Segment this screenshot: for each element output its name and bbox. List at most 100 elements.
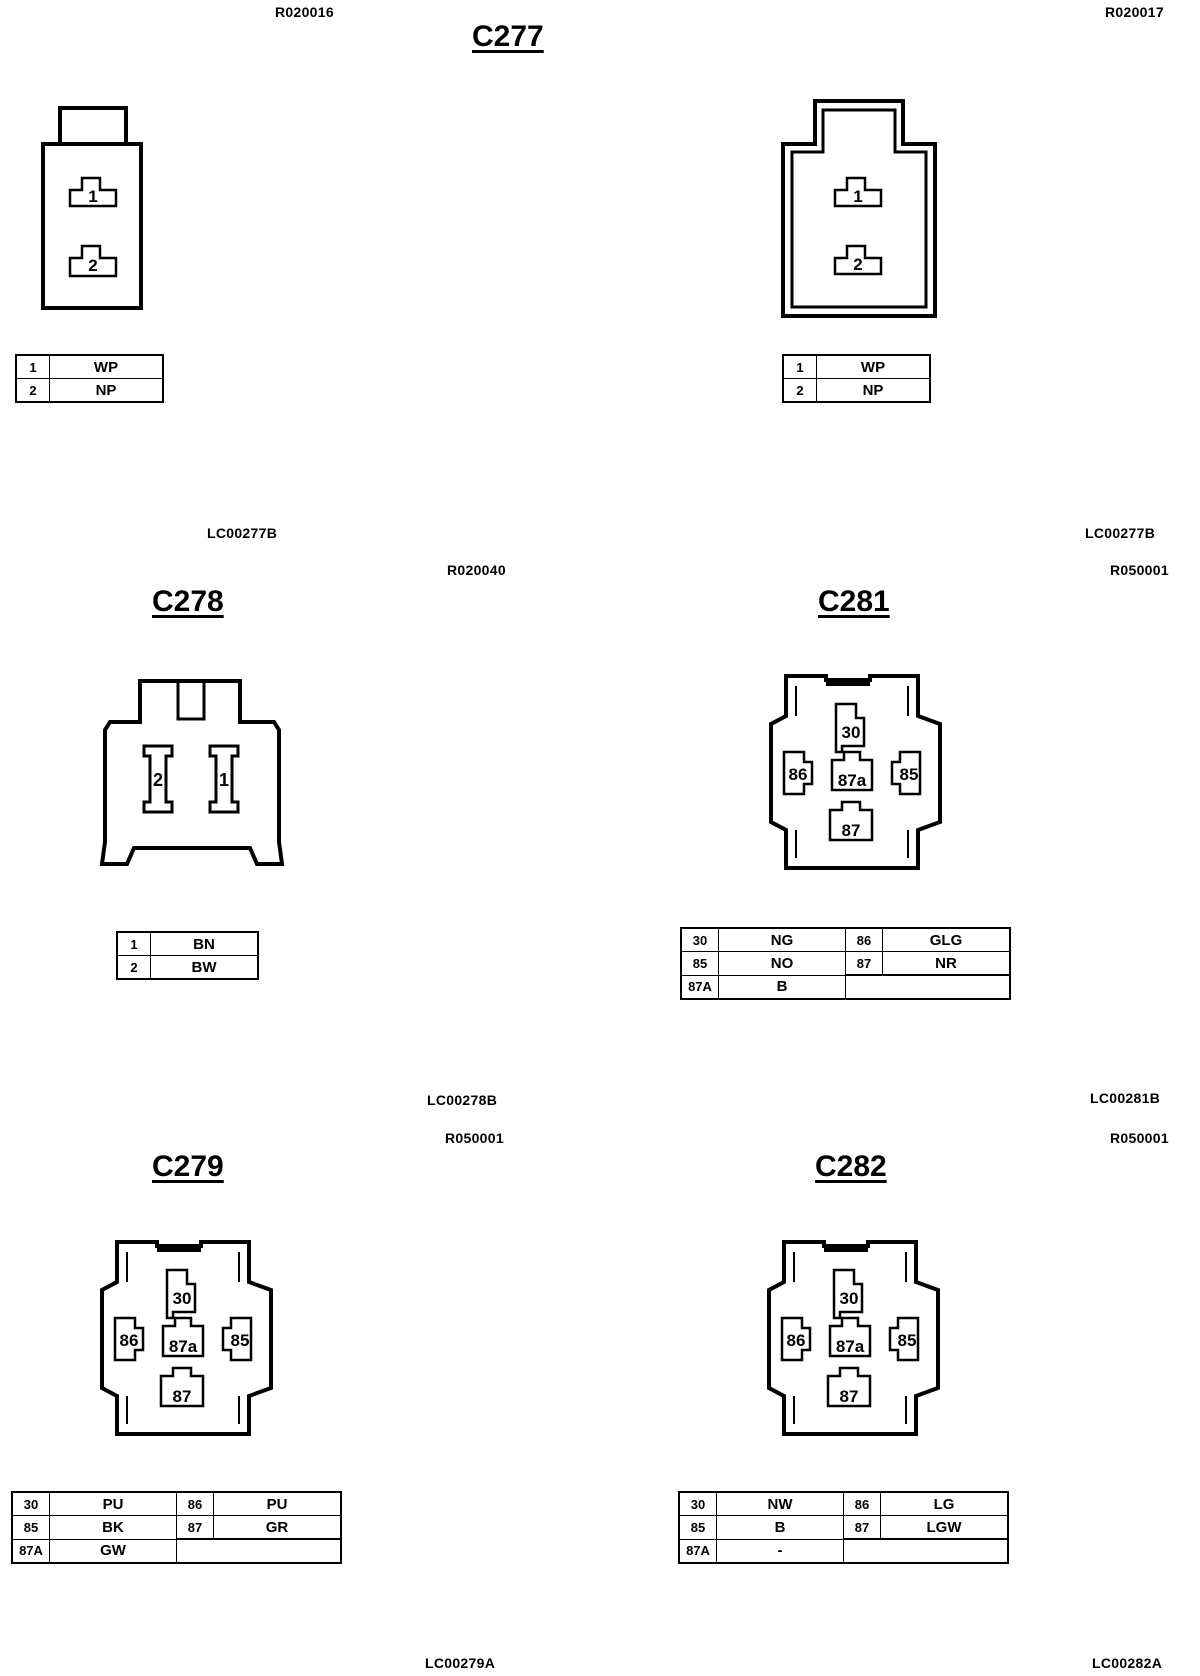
pin-cavity-85 bbox=[221, 1316, 253, 1362]
pin-cavity-2 bbox=[142, 744, 174, 814]
pin-table-c279: 30 PU 86 PU 85 BK 87 GR 87A GW bbox=[11, 1491, 342, 1564]
pin-label-86: 86 bbox=[789, 765, 808, 784]
table-row: 85 BK 87 GR bbox=[11, 1515, 342, 1540]
pin-cavity-1 bbox=[68, 176, 118, 208]
pin-cavity-86 bbox=[113, 1316, 145, 1362]
pin-label-86: 86 bbox=[787, 1331, 806, 1350]
pin-cavity-87 bbox=[159, 1366, 205, 1408]
pin-number: 86 bbox=[176, 1491, 214, 1516]
table-row: 1 WP bbox=[782, 354, 931, 379]
pin-cavity-86 bbox=[780, 1316, 812, 1362]
pin-number: 85 bbox=[11, 1515, 50, 1540]
pin-cavity-1 bbox=[833, 176, 883, 208]
table-row: 87A B bbox=[680, 974, 1010, 1000]
ref-code-c281: R050001 bbox=[1110, 562, 1169, 578]
wire-color: GLG bbox=[882, 927, 1011, 952]
pin-cavity-86 bbox=[782, 750, 814, 796]
pin-table-c282: 30 NW 86 LG 85 B 87 LGW 87A - bbox=[678, 1491, 1009, 1564]
connector-title-c282: C282 bbox=[815, 1150, 887, 1183]
table-row: 30 NW 86 LG bbox=[678, 1491, 1009, 1516]
pin-number: 85 bbox=[680, 951, 719, 976]
connector-face-c279: 30 86 85 87a 87 bbox=[100, 1240, 273, 1436]
pin-number: 30 bbox=[11, 1491, 50, 1516]
pin-cavity-30 bbox=[165, 1268, 197, 1320]
connector-title-c281: C281 bbox=[818, 585, 890, 618]
pin-number: 85 bbox=[678, 1515, 717, 1540]
wire-color: GW bbox=[49, 1538, 177, 1564]
pin-number: 87 bbox=[845, 951, 883, 976]
wire-color: - bbox=[716, 1538, 844, 1564]
pin-label-87: 87 bbox=[173, 1387, 192, 1406]
pin-label-2: 2 bbox=[88, 256, 97, 275]
pin-cavity-87a bbox=[830, 750, 874, 792]
wire-color: NR bbox=[882, 951, 1011, 976]
wire-color: NG bbox=[718, 927, 846, 952]
pin-number: 87 bbox=[176, 1515, 214, 1540]
pin-cavity-30 bbox=[834, 702, 866, 754]
connector-face-c277-right: 1 2 bbox=[781, 99, 937, 318]
pin-table-c277-right: 1 WP 2 NP bbox=[782, 354, 931, 403]
pin-number: 1 bbox=[782, 354, 817, 379]
table-row: 30 NG 86 GLG bbox=[680, 927, 1011, 952]
wire-color: GR bbox=[213, 1515, 342, 1540]
figure-code-c277-right: LC00277B bbox=[1085, 525, 1156, 541]
connector-title-c279: C279 bbox=[152, 1150, 224, 1183]
table-row: 1 WP bbox=[15, 354, 164, 379]
pin-label-85: 85 bbox=[231, 1331, 250, 1350]
pin-cavity-85 bbox=[890, 750, 922, 796]
pin-label-87a: 87a bbox=[838, 771, 867, 790]
table-row: 85 B 87 LGW bbox=[678, 1515, 1009, 1540]
table-row: 87A - bbox=[678, 1538, 1008, 1564]
pin-number: 87 bbox=[843, 1515, 881, 1540]
pin-label-85: 85 bbox=[898, 1331, 917, 1350]
pin-label-1: 1 bbox=[219, 770, 229, 790]
pin-label-85: 85 bbox=[900, 765, 919, 784]
figure-code-c282: LC00282A bbox=[1092, 1655, 1163, 1671]
pin-label-30: 30 bbox=[840, 1289, 859, 1308]
pin-number: 87A bbox=[680, 974, 719, 1000]
pin-number: 1 bbox=[15, 354, 50, 379]
connector-face-c277-left: 1 2 bbox=[41, 106, 143, 310]
table-row: 1 BN bbox=[116, 931, 259, 956]
pin-number: 2 bbox=[782, 378, 817, 403]
pin-number: 2 bbox=[15, 378, 50, 403]
wire-color: PU bbox=[213, 1491, 342, 1516]
figure-code-c281: LC00281B bbox=[1090, 1090, 1161, 1106]
wire-color: B bbox=[716, 1515, 844, 1540]
wire-color: NO bbox=[718, 951, 846, 976]
wire-color: LGW bbox=[880, 1515, 1009, 1540]
table-row: 2 NP bbox=[15, 378, 164, 403]
wire-color: B bbox=[718, 974, 846, 1000]
connector-title-c277: C277 bbox=[472, 20, 544, 53]
wire-color: BN bbox=[150, 931, 259, 956]
pin-cavity-87 bbox=[828, 800, 874, 842]
ref-code-c278: R020040 bbox=[447, 562, 506, 578]
pin-table-c281: 30 NG 86 GLG 85 NO 87 NR 87A B bbox=[680, 927, 1011, 1000]
pin-number: 87A bbox=[11, 1538, 50, 1564]
pin-cavity-85 bbox=[888, 1316, 920, 1362]
pin-cavity-1 bbox=[208, 744, 240, 814]
pin-label-87a: 87a bbox=[169, 1337, 198, 1356]
pin-cavity-2 bbox=[833, 244, 883, 276]
wire-color: WP bbox=[49, 354, 164, 379]
table-row: 30 PU 86 PU bbox=[11, 1491, 342, 1516]
pin-label-87: 87 bbox=[840, 1387, 859, 1406]
table-row: 87A GW bbox=[11, 1538, 341, 1564]
table-row: 2 NP bbox=[782, 378, 931, 403]
wire-color: LG bbox=[880, 1491, 1009, 1516]
figure-code-c279: LC00279A bbox=[425, 1655, 496, 1671]
wire-color: WP bbox=[816, 354, 931, 379]
pin-cavity-87a bbox=[828, 1316, 872, 1358]
pin-number: 2 bbox=[116, 955, 151, 980]
wire-color: NP bbox=[816, 378, 931, 403]
ref-code-c282: R050001 bbox=[1110, 1130, 1169, 1146]
table-row: 85 NO 87 NR bbox=[680, 951, 1011, 976]
figure-code-c277-left: LC00277B bbox=[207, 525, 278, 541]
wire-color: PU bbox=[49, 1491, 177, 1516]
wire-color: NP bbox=[49, 378, 164, 403]
pin-label-1: 1 bbox=[88, 187, 97, 206]
pin-number: 86 bbox=[845, 927, 883, 952]
connector-title-c278: C278 bbox=[152, 585, 224, 618]
table-row: 2 BW bbox=[116, 955, 259, 980]
pin-cavity-87a bbox=[161, 1316, 205, 1358]
